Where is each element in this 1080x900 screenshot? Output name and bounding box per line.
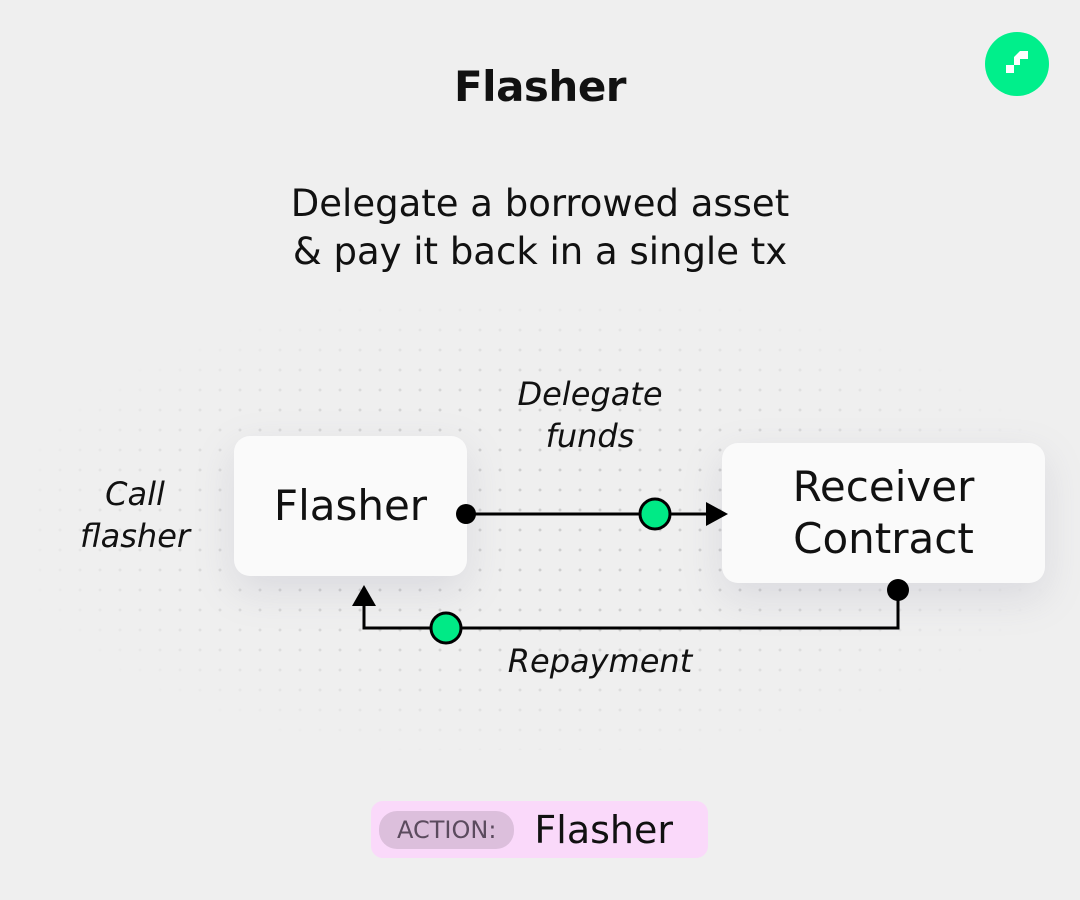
arrowhead-up-icon: [352, 585, 376, 606]
token-dot-repayment: [429, 611, 463, 645]
token-dot-delegate: [638, 497, 672, 531]
delegate-label-line-1: Delegate: [517, 375, 663, 413]
flasher-node: Flasher: [234, 436, 467, 576]
subtitle-line-1: Delegate a borrowed asset: [290, 182, 790, 225]
receiver-contract-node: Receiver Contract: [722, 443, 1045, 583]
call-flasher-label: Call flasher: [60, 473, 210, 557]
edge-start-dot: [887, 579, 909, 601]
repayment-label: Repayment: [507, 642, 693, 680]
call-label-line-1: Call: [105, 475, 165, 513]
edge-start-dot: [456, 504, 476, 524]
page-title: Flasher: [453, 62, 627, 111]
flow-logo-icon: [985, 32, 1049, 96]
action-value: Flasher: [534, 807, 674, 852]
call-label-line-2: flasher: [79, 517, 191, 555]
flasher-node-label: Flasher: [273, 481, 428, 530]
delegate-label-line-2: funds: [545, 417, 635, 455]
delegate-funds-label: Delegate funds: [490, 373, 690, 457]
subtitle-line-2: & pay it back in a single tx: [292, 230, 788, 273]
repayment-edge: [352, 579, 909, 645]
receiver-node-label-line-2: Contract: [793, 514, 974, 563]
subtitle: Delegate a borrowed asset & pay it back …: [0, 180, 1080, 276]
arrowhead-right-icon: [706, 502, 728, 526]
receiver-node-label-line-1: Receiver: [792, 462, 975, 511]
action-tag: ACTION:: [379, 810, 515, 849]
action-badge: ACTION: Flasher: [371, 801, 708, 858]
delegate-funds-edge: [456, 497, 728, 531]
